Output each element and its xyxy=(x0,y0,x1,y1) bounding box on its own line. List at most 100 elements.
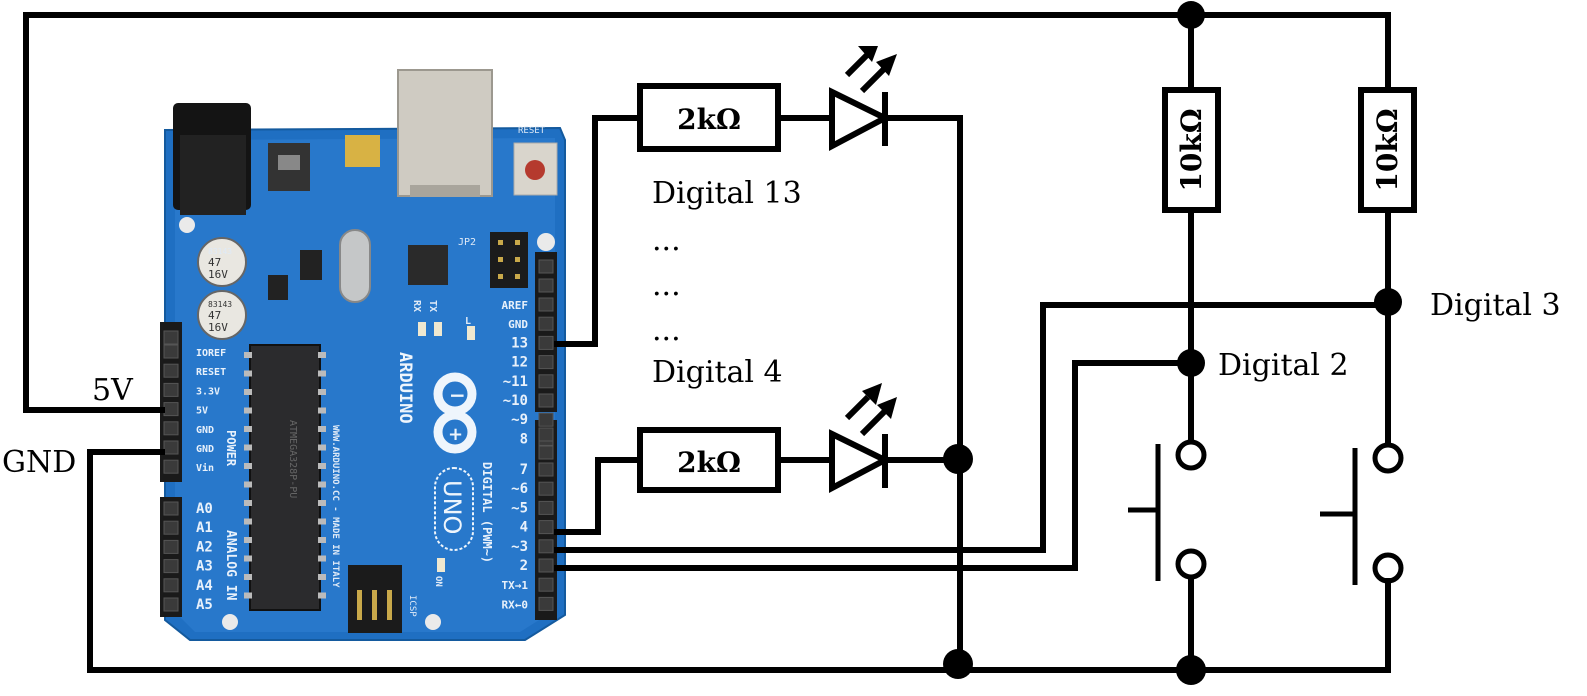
analog-pin-label: A0 xyxy=(196,501,213,517)
tx-led xyxy=(434,322,442,336)
capacitor-2: 83143 47 16V xyxy=(197,290,247,340)
header-socket xyxy=(163,402,179,417)
junction-node-gnd-led xyxy=(943,649,973,679)
atmega-pins xyxy=(244,352,326,599)
analog-pin-label: A4 xyxy=(196,578,213,594)
crystal-oscillator xyxy=(339,229,371,303)
led-bottom xyxy=(829,383,897,493)
tx-label: TX xyxy=(427,300,438,312)
arduino-board: RESET 83143 47 16V 83143 47 16V xyxy=(160,69,566,641)
chip-pin xyxy=(318,463,326,469)
junction-node-gnd-switch xyxy=(1176,655,1206,685)
atmega-chip xyxy=(249,344,321,611)
header-socket xyxy=(538,374,554,389)
usb-connector-base xyxy=(410,185,480,197)
wire-digital-4 xyxy=(554,457,643,535)
header-socket xyxy=(538,500,554,515)
header-socket xyxy=(163,382,179,397)
header-socket xyxy=(538,278,554,293)
header-socket xyxy=(538,520,554,535)
analog-pin-label: A2 xyxy=(196,539,213,555)
smd-chip-1 xyxy=(300,250,322,280)
header-socket xyxy=(163,344,179,359)
light-emission-arrows-icon xyxy=(844,46,897,94)
atmega-chip-label: ATMEGA328P-PU xyxy=(287,420,298,498)
header-socket xyxy=(538,577,554,592)
junction-node-digital-3 xyxy=(1374,288,1402,316)
label-digital-3: Digital 3 xyxy=(1430,288,1561,323)
on-led xyxy=(437,558,445,572)
capacitor-1-value: 47 xyxy=(208,256,221,269)
mounting-hole xyxy=(179,217,195,233)
schematic: 2kΩ 2kΩ 10kΩ 10kΩ xyxy=(2,1,1561,685)
header-socket xyxy=(163,459,179,474)
resistor-2k-bottom-label: 2kΩ xyxy=(677,446,741,479)
header-socket xyxy=(538,393,554,408)
chip-pin xyxy=(244,592,252,599)
digital-pin-label: 12 xyxy=(511,355,528,371)
chip-pin xyxy=(318,574,326,580)
digital-pin-label: RX←0 xyxy=(502,598,529,611)
junction-node-led-bus xyxy=(943,444,973,474)
resistor-10k-right-label: 10kΩ xyxy=(1371,108,1404,191)
digital-pin-label: 2 xyxy=(520,558,528,574)
header-socket xyxy=(163,330,179,345)
chip-pin xyxy=(318,481,326,488)
mounting-hole xyxy=(425,614,441,630)
mounting-hole xyxy=(537,233,555,251)
chip-pin xyxy=(318,592,326,599)
uno-text: UNO xyxy=(438,480,466,534)
digital-pin-label: ~3 xyxy=(511,539,528,555)
header-socket xyxy=(163,363,179,378)
on-label: ON xyxy=(433,576,443,587)
label-5v: 5V xyxy=(92,373,134,408)
digital-pin-label: ~6 xyxy=(511,481,528,497)
resistor-10k-right: 10kΩ xyxy=(1358,87,1417,213)
l-led xyxy=(467,326,475,340)
capacitor-2-voltage: 16V xyxy=(208,321,228,334)
header-socket xyxy=(538,596,554,611)
digital-pin-label: 13 xyxy=(511,335,528,351)
wire-5v-rail xyxy=(23,12,1391,413)
usb-chip xyxy=(408,245,448,285)
label-gnd: GND xyxy=(2,445,76,480)
chip-pin xyxy=(244,481,252,488)
rx-label: RX xyxy=(411,300,422,312)
label-digital-13: Digital 13 xyxy=(652,176,802,211)
capacitor-1-voltage: 16V xyxy=(208,268,228,281)
digital-pin-label: GND xyxy=(508,318,528,331)
chip-pin xyxy=(244,500,252,506)
chip-pin xyxy=(318,370,326,377)
reset-button xyxy=(513,142,558,196)
junction-node-digital-2 xyxy=(1177,349,1205,377)
capacitor-1-text: 83143 xyxy=(208,247,232,256)
resistor-2k-top: 2kΩ xyxy=(637,83,781,152)
led-top xyxy=(829,46,897,151)
power-pin-label: GND xyxy=(196,444,214,455)
analog-pin-label: A5 xyxy=(196,597,213,613)
header-socket xyxy=(538,316,554,331)
header-socket xyxy=(538,297,554,312)
icsp-label: ICSP xyxy=(407,595,417,617)
chip-pin xyxy=(244,444,252,451)
chip-pin xyxy=(318,555,326,562)
analog-pin-label: A3 xyxy=(196,559,213,575)
uno-badge xyxy=(434,467,474,551)
header-socket xyxy=(538,481,554,496)
digital-pin-label: ~10 xyxy=(503,393,528,409)
header-socket xyxy=(163,578,179,593)
label-ellipsis-1: ... xyxy=(652,223,681,258)
header-socket xyxy=(163,440,179,455)
header-socket xyxy=(538,539,554,554)
chip-pin xyxy=(244,352,252,358)
power-pin-label: RESET xyxy=(196,367,226,378)
header-socket xyxy=(538,412,554,427)
wire-digital-13 xyxy=(554,115,643,347)
capacitor-2-value: 47 xyxy=(208,309,221,322)
wire-digital-3 xyxy=(554,302,1391,553)
digital-pin-label: 7 xyxy=(520,462,528,478)
